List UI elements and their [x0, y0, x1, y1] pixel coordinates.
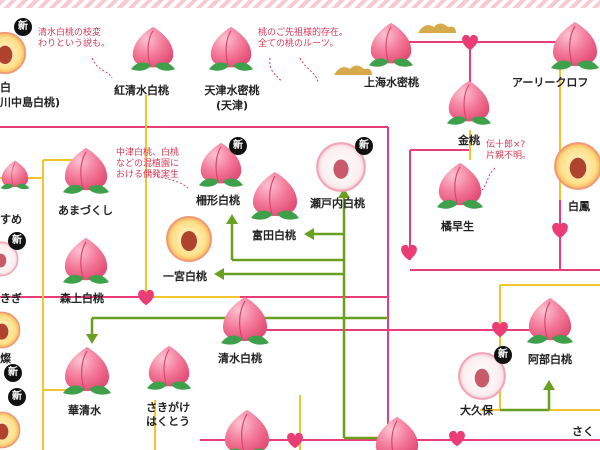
- label-left-kigi: きぎ: [0, 292, 22, 305]
- new-badge-icon: 新: [494, 346, 512, 364]
- new-badge-icon: 新: [355, 137, 373, 155]
- new-badge-icon: 新: [4, 364, 22, 382]
- label-tsugekata: 柵形白桃: [196, 194, 240, 207]
- new-badge-icon: 新: [8, 232, 26, 250]
- label-kosei: 紅清水白桃: [114, 84, 169, 97]
- label-shimizu: 清水白桃: [218, 352, 262, 365]
- label-right-bottom: さく: [572, 425, 594, 438]
- label-left-upper-1: 白: [0, 81, 11, 94]
- label-kitsuwase: 橘早生: [441, 220, 474, 233]
- green-arrows: [86, 188, 555, 440]
- new-badge-icon: 新: [14, 18, 32, 36]
- label-setouchi: 瀬戸内白桃: [310, 197, 365, 210]
- label-shanghai: 上海水密桃: [364, 76, 419, 89]
- label-sakigake-2: はくとう: [146, 415, 190, 428]
- cloud-decoration: [334, 23, 456, 75]
- top-stripe-decoration: [0, 0, 600, 8]
- label-tenshin-2: (天津): [215, 99, 249, 112]
- label-left-upper-2: 川中島白桃): [0, 96, 61, 109]
- new-badge-icon: 新: [229, 137, 247, 155]
- label-tenshin-1: 天津水密桃: [204, 84, 260, 97]
- note-kosei: 清水白桃の枝変 わりという説も。: [38, 28, 111, 49]
- label-left-kan: 燦: [0, 352, 11, 365]
- label-early: アーリークロフ: [512, 76, 589, 89]
- label-left-mid: すめ: [0, 213, 22, 226]
- label-hanashimizu: 華清水: [68, 404, 101, 417]
- peach-icons: [0, 21, 600, 450]
- label-abe: 阿部白桃: [528, 353, 572, 366]
- note-kinto: 伝十郎×? 片親不明。: [486, 140, 532, 161]
- label-tomita: 富田白桃: [252, 229, 296, 242]
- label-hakuho: 白鳳: [568, 200, 590, 213]
- note-tenshin: 桃のご先祖様的存在。 全ての桃のルーツ。: [258, 28, 349, 49]
- note-arrows: [91, 57, 496, 193]
- label-amazukushi: あまづくし: [58, 204, 113, 217]
- new-badge-icon: 新: [8, 388, 26, 406]
- label-moriage: 森上白桃: [60, 292, 104, 305]
- note-mix: 中津白桃、白桃 などの混植園に おける偶発実生: [116, 148, 180, 180]
- label-sakigake-1: さきがけ: [146, 401, 190, 414]
- label-ichinomiya: 一宮白桃: [163, 270, 207, 283]
- label-kinto: 金桃: [458, 134, 480, 147]
- label-ookubo: 大久保: [460, 404, 493, 417]
